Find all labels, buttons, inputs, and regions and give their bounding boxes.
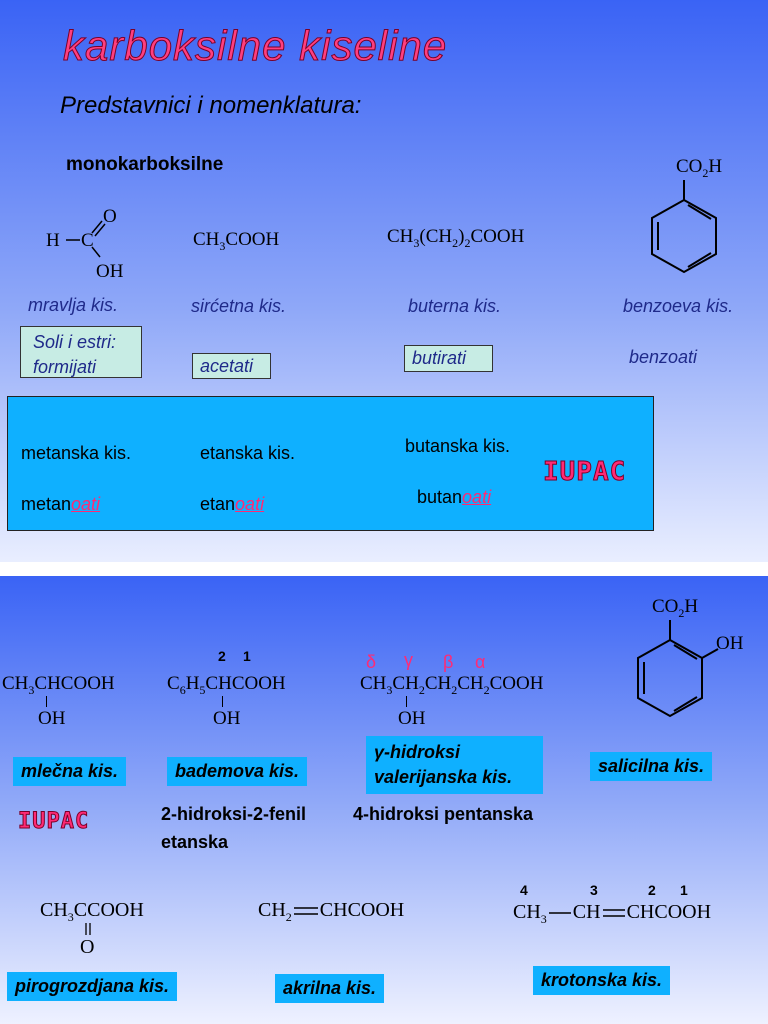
salt-acetate: acetati xyxy=(200,356,254,376)
label-mandelic: bademova kis. xyxy=(167,757,308,786)
name-acetic: sirćetna kis. xyxy=(191,296,287,316)
slide-top: karboksilne kiseline Predstavnici i nome… xyxy=(0,0,768,562)
mandelic-formula: C6H5CHCOOH xyxy=(167,673,286,697)
acrylic-double-bond xyxy=(293,907,318,916)
formic-oh: OH xyxy=(96,261,124,282)
salicylic-co2h: CO2H xyxy=(652,596,699,620)
iupac-butanoate: butanoati xyxy=(417,487,492,507)
iupac-methanoic: metanska kis. xyxy=(21,443,132,463)
crotonic-n1: 1 xyxy=(680,882,688,898)
pyruvic-o: O xyxy=(80,936,95,958)
crotonic-single-bond xyxy=(548,912,571,915)
name-butyric: buterna kis. xyxy=(408,296,502,316)
label-pyruvic: pirogrozdjana kis. xyxy=(7,972,178,1001)
pyruvic-formula: CH3CCOOH xyxy=(40,899,144,924)
salt-benzoate: benzoati xyxy=(629,347,698,367)
iupac-mandelic-1: 2-hidroksi-2-fenil xyxy=(161,804,307,824)
greek-gamma: γ xyxy=(404,650,413,670)
label-lactic: mlečna kis. xyxy=(13,757,127,786)
formic-h: H xyxy=(46,230,60,251)
salt-formate: formijati xyxy=(33,357,97,377)
crotonic-n2: 2 xyxy=(648,882,656,898)
salts-label: Soli i estri: xyxy=(33,332,117,352)
label-gamma-line: γ-hidroksi xyxy=(374,742,461,762)
pyruvic-double-bond xyxy=(85,923,91,935)
slide-bottom: CH3CHCOOH OH 2 1 C6H5CHCOOH OH δ γ β α C… xyxy=(0,576,768,1024)
lactic-bond xyxy=(46,696,47,707)
salicylic-ring-icon xyxy=(637,620,719,718)
label-valer-line: valerijanska kis. xyxy=(374,767,513,787)
iupac-valeric: 4-hidroksi pentanska xyxy=(353,804,534,824)
iupac-box: metanska kis. etanska kis. butanska kis.… xyxy=(7,396,654,531)
salt-box-formate: Soli i estri: formijati xyxy=(20,326,142,378)
formic-bonds xyxy=(66,220,106,258)
section-heading: monokarboksilne xyxy=(66,154,224,175)
name-formic: mravlja kis. xyxy=(28,295,119,315)
mandelic-n2: 2 xyxy=(218,648,226,664)
mandelic-oh: OH xyxy=(213,708,241,729)
iupac-methanoate: metanoati xyxy=(21,494,101,514)
iupac-logo: IUPAC xyxy=(542,457,627,488)
salt-box-butyrate: butirati xyxy=(404,345,493,372)
salt-butyrate: butirati xyxy=(412,348,467,368)
hydroxyvaleric-formula: CH3CH2CH2CH2COOH xyxy=(360,673,544,697)
label-crotonic: krotonska kis. xyxy=(533,966,671,995)
formic-o: O xyxy=(103,206,117,227)
hydroxyvaleric-oh: OH xyxy=(398,708,426,729)
greek-alpha: α xyxy=(475,652,486,672)
mandelic-n1: 1 xyxy=(243,648,251,664)
greek-beta: β xyxy=(443,652,454,672)
slide-subtitle: Predstavnici i nomenklatura: xyxy=(60,92,362,119)
butyric-formula: CH3(CH2)2COOH xyxy=(387,226,525,250)
iupac-ethanoate: etanoati xyxy=(200,494,265,514)
name-benzoic: benzoeva kis. xyxy=(623,296,734,316)
lactic-oh: OH xyxy=(38,708,66,729)
iupac-ethanoic: etanska kis. xyxy=(200,443,296,463)
iupac-butanoic: butanska kis. xyxy=(405,436,511,456)
salicylic-oh: OH xyxy=(716,633,744,654)
formic-c: C xyxy=(81,230,94,251)
crotonic-n3: 3 xyxy=(590,882,598,898)
iupac-mandelic-2: etanska xyxy=(161,832,229,852)
mandelic-bond xyxy=(222,696,223,707)
benzene-ring-icon xyxy=(651,180,717,274)
label-acrylic: akrilna kis. xyxy=(275,974,385,1003)
greek-delta: δ xyxy=(366,652,377,672)
slide-title: karboksilne kiseline xyxy=(62,22,448,70)
iupac-logo-2: IUPAC xyxy=(17,809,90,835)
benzoic-co2h: CO2H xyxy=(676,156,723,180)
salt-box-acetate: acetati xyxy=(192,353,271,379)
crotonic-n4: 4 xyxy=(520,882,528,898)
crotonic-double-bond xyxy=(602,909,625,918)
acetic-formula: CH3COOH xyxy=(193,229,280,253)
hydroxyvaleric-bond xyxy=(406,696,407,707)
lactic-formula: CH3CHCOOH xyxy=(2,673,115,697)
label-hydroxyvaleric: γ-hidroksi valerijanska kis. xyxy=(366,736,543,794)
label-salicylic: salicilna kis. xyxy=(590,752,713,781)
